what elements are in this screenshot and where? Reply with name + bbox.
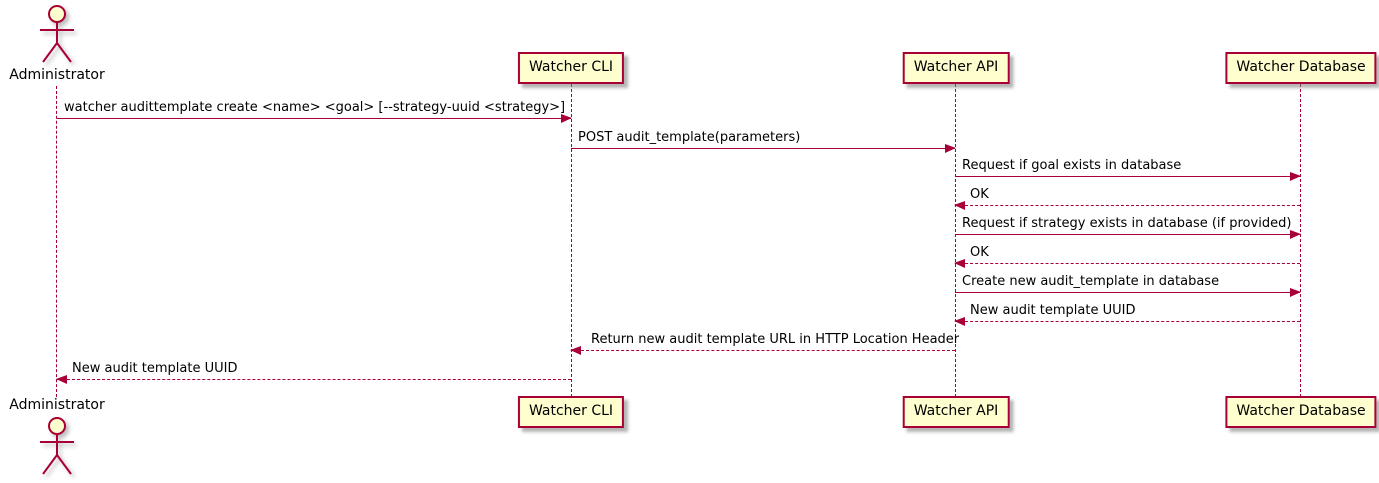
message-4-arrow xyxy=(954,201,1300,210)
message-2: POST audit_template(parameters) xyxy=(571,130,956,153)
arrowhead xyxy=(1290,230,1301,239)
message-1-arrow xyxy=(57,114,572,123)
message-9-arrow xyxy=(570,346,955,355)
message-3: Request if goal exists in database xyxy=(955,158,1301,181)
participant-watcher-database-bottom: Watcher Database xyxy=(1225,396,1377,428)
arrowhead xyxy=(570,346,581,355)
message-7: Create new audit_template in database xyxy=(955,274,1301,297)
message-6-arrow xyxy=(954,259,1300,268)
actor-administrator-top xyxy=(34,4,80,66)
actor-icon xyxy=(40,5,74,63)
lifeline-watcher-database xyxy=(1300,84,1301,397)
message-5-label: Request if strategy exists in database (… xyxy=(962,216,1292,231)
message-9-label: Return new audit template URL in HTTP Lo… xyxy=(591,332,960,347)
message-2-arrow xyxy=(571,144,956,153)
message-4: OK xyxy=(954,187,1300,210)
arrowhead xyxy=(945,144,956,153)
message-10-label: New audit template UUID xyxy=(72,361,238,376)
message-5-arrow xyxy=(955,230,1301,239)
arrowhead xyxy=(954,259,965,268)
lifeline-watcher-api xyxy=(955,84,956,397)
arrowhead xyxy=(954,317,965,326)
message-5: Request if strategy exists in database (… xyxy=(955,216,1301,239)
arrowhead xyxy=(1290,172,1301,181)
arrowhead xyxy=(561,114,572,123)
participant-watcher-cli-bottom: Watcher CLI xyxy=(517,396,625,428)
message-10-arrow xyxy=(56,375,571,384)
message-8-arrow xyxy=(954,317,1300,326)
participant-watcher-api-top: Watcher API xyxy=(902,52,1010,84)
message-8-label: New audit template UUID xyxy=(970,303,1136,318)
participant-watcher-cli-top: Watcher CLI xyxy=(517,52,625,84)
message-6: OK xyxy=(954,245,1300,268)
message-7-arrow xyxy=(955,288,1301,297)
actor-label-administrator-bottom: Administrator xyxy=(9,397,105,413)
message-6-label: OK xyxy=(970,245,989,260)
arrowhead xyxy=(1290,288,1301,297)
message-10: New audit template UUID xyxy=(56,361,571,384)
lifeline-administrator xyxy=(56,86,57,397)
message-7-label: Create new audit_template in database xyxy=(962,274,1220,289)
participant-watcher-database-top: Watcher Database xyxy=(1225,52,1377,84)
actor-icon xyxy=(40,417,74,475)
message-9: Return new audit template URL in HTTP Lo… xyxy=(570,332,960,355)
participant-watcher-api-bottom: Watcher API xyxy=(902,396,1010,428)
message-8: New audit template UUID xyxy=(954,303,1300,326)
message-3-arrow xyxy=(955,172,1301,181)
arrowhead xyxy=(56,375,67,384)
message-1-label: watcher audittemplate create <name> <goa… xyxy=(64,100,566,115)
actor-label-administrator-top: Administrator xyxy=(9,67,105,83)
message-2-label: POST audit_template(parameters) xyxy=(578,130,801,145)
message-1: watcher audittemplate create <name> <goa… xyxy=(57,100,572,123)
actor-administrator-bottom xyxy=(34,414,80,480)
arrowhead xyxy=(954,201,965,210)
message-3-label: Request if goal exists in database xyxy=(962,158,1182,173)
lifeline-watcher-cli xyxy=(571,84,572,397)
message-4-label: OK xyxy=(970,187,989,202)
